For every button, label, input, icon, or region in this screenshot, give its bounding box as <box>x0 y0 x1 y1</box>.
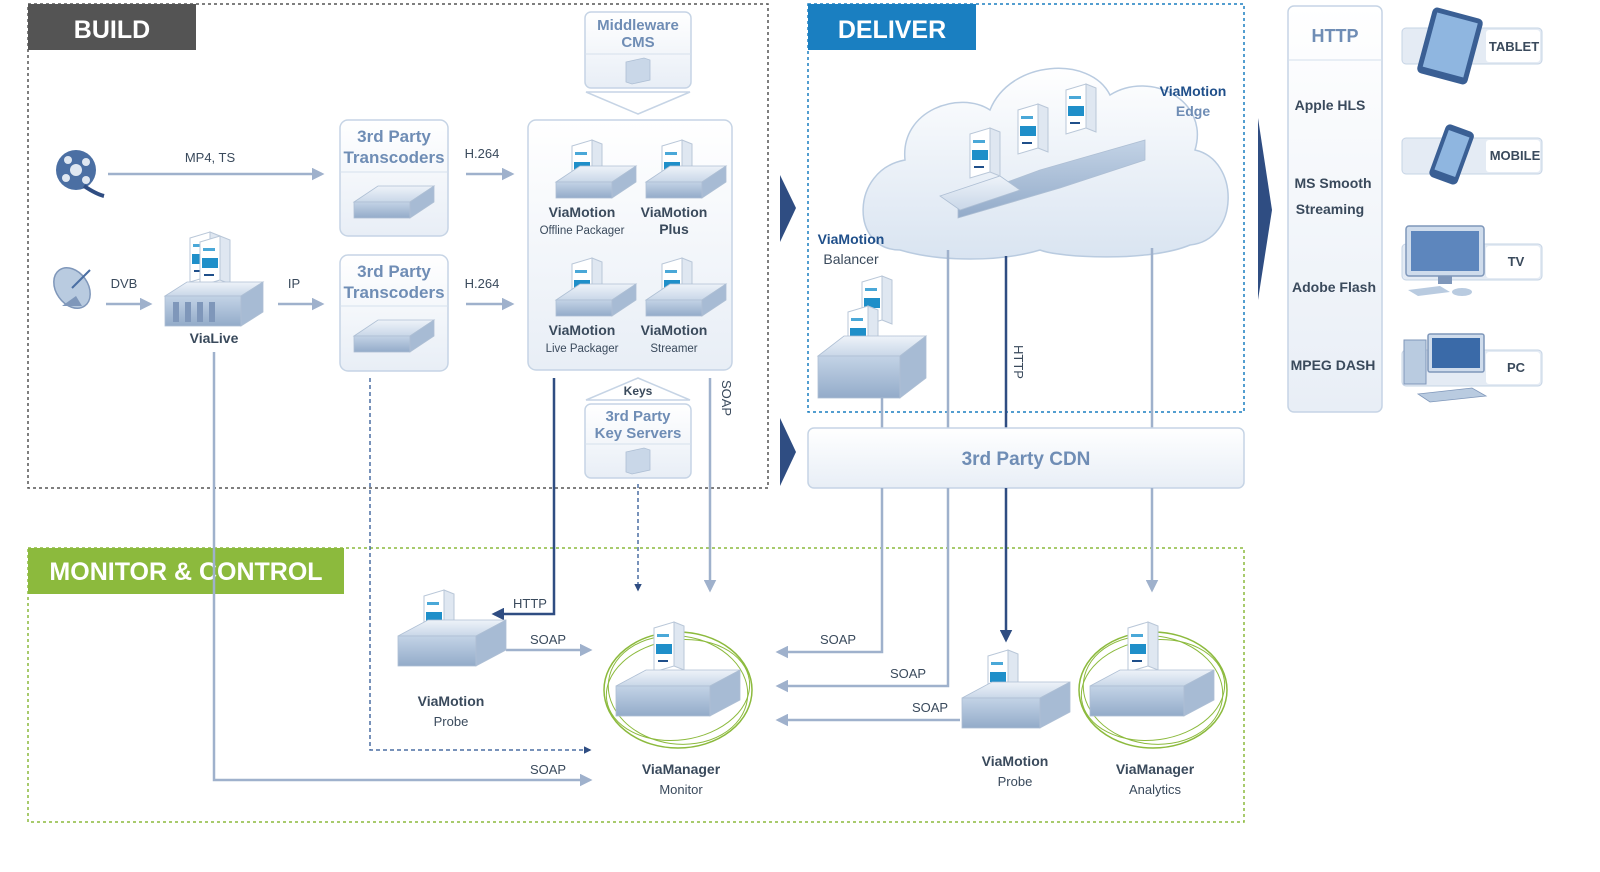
offline-packager-node: ViaMotion Offline Packager <box>540 139 637 237</box>
desktop-pc-icon <box>1403 333 1488 403</box>
device-pc-label: PC <box>1507 360 1526 375</box>
device-mobile-label: MOBILE <box>1490 148 1541 163</box>
key-servers-node: Keys 3rd Party Key Servers <box>584 377 692 479</box>
monitor-line2: Monitor <box>659 782 703 797</box>
http-probe-arrow <box>491 378 556 621</box>
satellite-dish-icon <box>53 267 91 309</box>
protocol-adobe-flash: Adobe Flash <box>1292 279 1376 295</box>
offline-packager-line1: ViaMotion <box>549 204 616 220</box>
tv-monitor-icon <box>1405 225 1485 296</box>
soap-probe-label: SOAP <box>530 632 566 647</box>
tablet-icon <box>1417 7 1483 85</box>
chevron-deliver-top-icon <box>780 175 796 242</box>
middleware-line1: Middleware <box>597 17 679 34</box>
chevron-http-icon <box>1258 118 1272 300</box>
transcoder-bottom-node: 3rd Party Transcoders <box>339 254 449 372</box>
mp4ts-label: MP4, TS <box>185 150 236 165</box>
http-panel-title: HTTP <box>1312 26 1359 46</box>
protocol-ms-smooth-line1: MS Smooth <box>1295 175 1372 191</box>
streamer-line2: Streamer <box>650 343 697 355</box>
transcoder-top-line1: 3rd Party <box>357 127 431 146</box>
deliver-header <box>808 4 976 50</box>
key-servers-line2: Key Servers <box>595 425 682 442</box>
monitor-frame <box>27 547 1245 823</box>
soap-cdn-label-3: SOAP <box>912 700 948 715</box>
soap-vialive-label: SOAP <box>530 762 566 777</box>
edge-node: ViaMotion Edge <box>939 83 1227 219</box>
http-vertical-label: HTTP <box>1011 345 1026 379</box>
chevron-deliver-bottom-icon <box>780 418 796 486</box>
soap-cdn-arrow-2 <box>775 488 950 693</box>
balancer-line2: Balancer <box>823 251 879 267</box>
monitor-line1: ViaManager <box>642 761 721 777</box>
keys-label: Keys <box>624 384 653 398</box>
device-tablet: TABLET <box>1401 7 1543 85</box>
transcoder-top-line2: Transcoders <box>343 148 444 167</box>
protocol-mpeg-dash: MPEG DASH <box>1291 357 1376 373</box>
cdn-box <box>807 427 1245 489</box>
vialive-monitor-arrow <box>212 352 593 787</box>
plus-line2: Plus <box>659 221 689 237</box>
viamanager-analytics-node: ViaManager Analytics <box>1078 621 1228 797</box>
device-tv: TV <box>1401 225 1543 296</box>
h264-bottom-label: H.264 <box>465 276 500 291</box>
http-panel <box>1287 5 1383 413</box>
balancer-node: ViaMotion Balancer <box>816 231 928 399</box>
build-title: BUILD <box>74 16 150 44</box>
middleware-cms-node: Middleware CMS <box>584 11 692 115</box>
live-packager-node: ViaMotion Live Packager <box>546 257 637 355</box>
device-pc: PC <box>1401 333 1543 403</box>
build-header <box>28 4 196 50</box>
deliver-title: DELIVER <box>838 16 946 44</box>
ip-label: IP <box>288 276 300 291</box>
vialive-node: ViaLive <box>163 231 265 346</box>
probe-left-line2: Probe <box>434 714 469 729</box>
device-tv-label: TV <box>1508 254 1525 269</box>
live-packager-line2: Live Packager <box>546 343 619 355</box>
key-servers-line1: 3rd Party <box>605 408 671 425</box>
protocol-apple-hls: Apple HLS <box>1295 97 1366 113</box>
plus-node: ViaMotion Plus <box>641 139 727 237</box>
probe-left-node: ViaMotion Probe <box>397 589 507 729</box>
analytics-line1: ViaManager <box>1116 761 1195 777</box>
cdn-label: 3rd Party CDN <box>962 449 1091 470</box>
deliver-frame <box>807 3 1245 413</box>
transcoder-bottom-line1: 3rd Party <box>357 262 431 281</box>
transcoder-monitor-arrow <box>369 378 592 754</box>
analytics-line2: Analytics <box>1129 782 1182 797</box>
monitor-header <box>28 548 344 594</box>
device-mobile: MOBILE <box>1401 124 1543 185</box>
soap-cdn-arrow-1 <box>775 488 884 659</box>
cloud-shape <box>862 67 1229 260</box>
live-packager-line1: ViaMotion <box>549 322 616 338</box>
soap-cdn-label-1: SOAP <box>820 632 856 647</box>
streamer-node: ViaMotion Streamer <box>641 257 727 355</box>
soap-vertical-label: SOAP <box>719 380 734 416</box>
soap-cdn-label-2: SOAP <box>890 666 926 681</box>
monitor-title: MONITOR & CONTROL <box>49 558 322 586</box>
plus-line1: ViaMotion <box>641 204 708 220</box>
mobile-phone-icon <box>1429 124 1474 185</box>
dvb-label: DVB <box>111 276 138 291</box>
http-probe-label: HTTP <box>513 596 547 611</box>
offline-packager-line2: Offline Packager <box>540 225 625 237</box>
probe-left-line1: ViaMotion <box>418 693 485 709</box>
probe-right-line2: Probe <box>998 774 1033 789</box>
streamer-line1: ViaMotion <box>641 322 708 338</box>
viamanager-monitor-node: ViaManager Monitor <box>603 621 753 797</box>
probe-right-line1: ViaMotion <box>982 753 1049 769</box>
probe-right-node: ViaMotion Probe <box>961 649 1071 789</box>
balancer-line1: ViaMotion <box>818 231 885 247</box>
transcoder-top-node: 3rd Party Transcoders <box>339 119 449 237</box>
h264-top-label: H.264 <box>465 146 500 161</box>
transcoder-bottom-line2: Transcoders <box>343 283 444 302</box>
vialive-label: ViaLive <box>190 330 239 346</box>
edge-line2: Edge <box>1176 103 1210 119</box>
device-tablet-label: TABLET <box>1489 39 1539 54</box>
edge-line1: ViaMotion <box>1160 83 1227 99</box>
middleware-line2: CMS <box>621 34 654 51</box>
protocol-ms-smooth-line2: Streaming <box>1296 201 1364 217</box>
film-reel-icon <box>56 150 105 198</box>
